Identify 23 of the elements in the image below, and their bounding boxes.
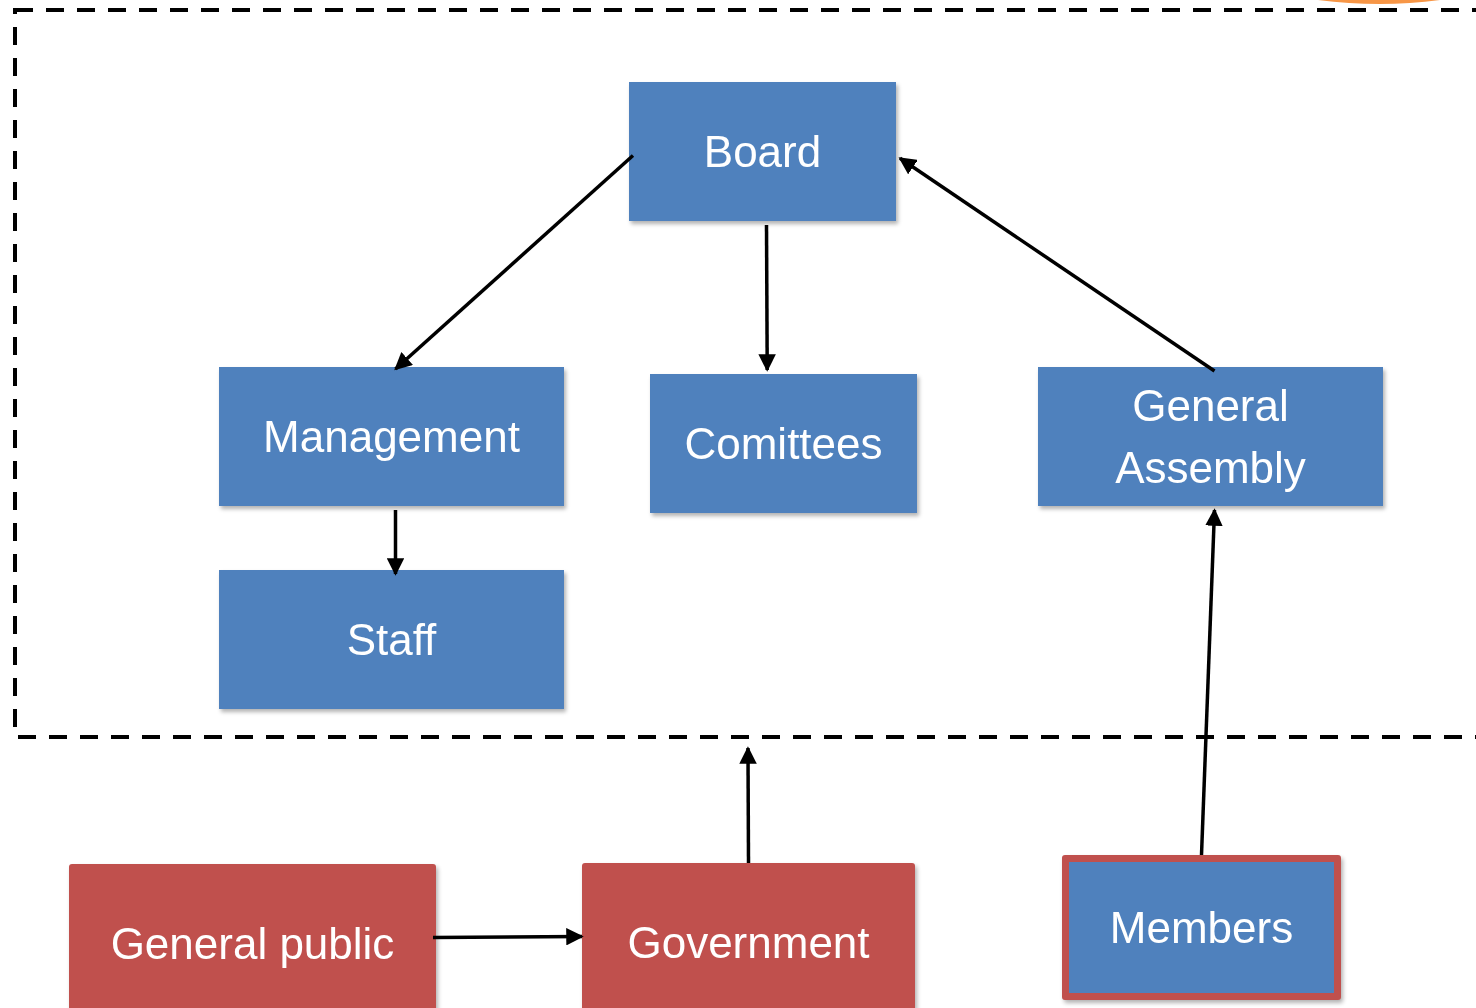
node-label: Comittees xyxy=(684,417,883,470)
node-label: General public xyxy=(110,918,395,971)
process-box xyxy=(69,864,436,1008)
process-box xyxy=(582,863,915,1008)
process-box xyxy=(629,82,896,221)
process-box xyxy=(219,367,564,506)
arrow xyxy=(1199,508,1223,856)
arrow xyxy=(394,154,635,371)
node-label: Management xyxy=(263,410,520,463)
process-box xyxy=(1062,855,1341,1000)
process-box xyxy=(219,570,564,709)
arrow xyxy=(739,746,757,863)
node-label: Members xyxy=(1109,901,1294,954)
arrow xyxy=(758,225,776,372)
node-label: Staff xyxy=(346,613,437,666)
node-label: Board xyxy=(703,125,822,178)
process-box xyxy=(650,374,917,513)
node-label: Government xyxy=(627,917,870,970)
arrow xyxy=(386,510,405,576)
arrow xyxy=(898,156,1216,373)
arrow xyxy=(433,927,584,946)
process-box xyxy=(1038,367,1383,506)
node-label: General Assembly xyxy=(1114,379,1307,494)
